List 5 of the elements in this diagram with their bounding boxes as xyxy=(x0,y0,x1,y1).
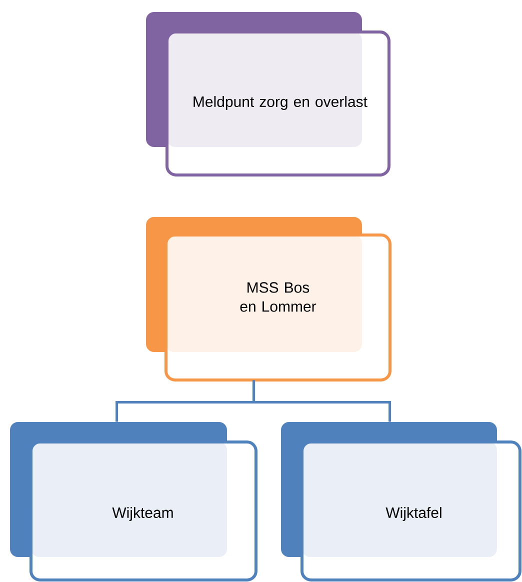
process-box: Wijkteam xyxy=(10,422,258,582)
process-box: Wijktafel xyxy=(281,422,522,582)
connector-line xyxy=(252,380,392,422)
process-box: MSS Bos en Lommer xyxy=(146,217,392,382)
process-box: Meldpunt zorg en overlast xyxy=(146,12,390,176)
